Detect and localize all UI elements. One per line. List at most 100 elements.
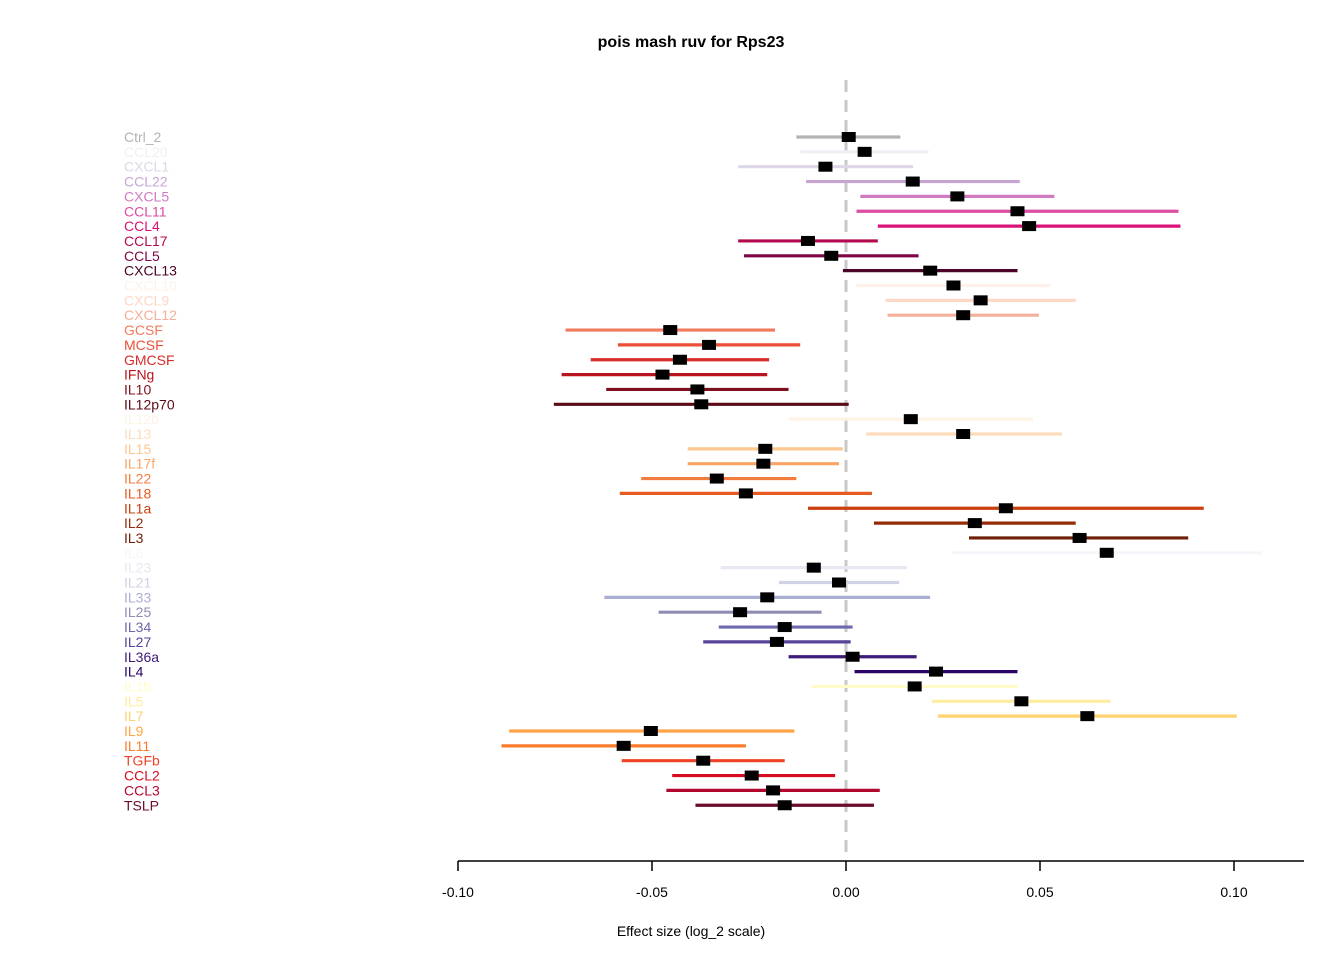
estimate-marker-il7 xyxy=(1080,711,1095,722)
row-label-ccl5: CCL5 xyxy=(124,248,160,264)
estimate-marker-gcsf xyxy=(663,325,678,336)
estimate-marker-ccl2 xyxy=(744,770,759,781)
estimate-marker-ccl17 xyxy=(800,235,815,246)
estimate-marker-cxcl5 xyxy=(950,191,965,202)
estimate-marker-il10 xyxy=(690,384,705,395)
estimate-marker-il25 xyxy=(733,607,748,618)
estimate-marker-il15 xyxy=(758,443,773,454)
row-label-il15: IL15 xyxy=(124,441,151,457)
estimate-marker-il5 xyxy=(1014,696,1029,707)
row-label-il34: IL34 xyxy=(124,619,151,635)
row-label-cxcl13: CXCL13 xyxy=(124,263,177,279)
estimate-marker-cxcl12 xyxy=(956,310,971,321)
row-label-ccl3: CCL3 xyxy=(124,782,160,798)
row-label-il12b: IL12b xyxy=(124,411,159,427)
row-label-il13: IL13 xyxy=(124,426,151,442)
x-tick-label-4: 0.10 xyxy=(1220,884,1247,900)
row-label-gcsf: GCSF xyxy=(124,322,163,338)
row-label-gmcsf: GMCSF xyxy=(124,352,175,368)
row-label-il25: IL25 xyxy=(124,604,151,620)
estimate-marker-il3 xyxy=(1072,532,1087,543)
row-label-il17f: IL17f xyxy=(124,456,155,472)
row-label-ccl20: CCL20 xyxy=(124,144,168,160)
estimate-marker-il18 xyxy=(738,488,753,499)
row-label-tslp: TSLP xyxy=(124,797,159,813)
row-label-il3: IL3 xyxy=(124,530,144,546)
estimate-marker-il36a xyxy=(845,651,860,662)
row-label-il33: IL33 xyxy=(124,589,151,605)
row-label-cxcl1: CXCL1 xyxy=(124,159,169,175)
estimate-marker-tgfb xyxy=(696,755,711,766)
rows-layer xyxy=(501,132,1262,811)
row-label-il2: IL2 xyxy=(124,515,144,531)
estimate-marker-il27 xyxy=(769,636,784,647)
row-label-il4: IL4 xyxy=(124,664,144,680)
estimate-marker-gmcsf xyxy=(672,354,687,365)
row-label-cxcl5: CXCL5 xyxy=(124,188,169,204)
estimate-marker-il1b xyxy=(907,681,922,692)
row-label-il11: IL11 xyxy=(124,738,150,754)
x-tick-label-2: 0.00 xyxy=(832,884,859,900)
estimate-marker-cxcl10 xyxy=(946,280,961,291)
x-tick-label-0: -0.10 xyxy=(442,884,474,900)
estimate-marker-ccl3 xyxy=(766,785,781,796)
row-label-cxcl12: CXCL12 xyxy=(124,307,177,323)
estimate-marker-il12p70 xyxy=(694,399,709,410)
estimate-marker-il1a xyxy=(998,503,1013,514)
row-label-il1a: IL1a xyxy=(124,500,151,516)
row-label-ccl11: CCL11 xyxy=(124,203,167,219)
row-label-il27: IL27 xyxy=(124,634,151,650)
row-label-cxcl9: CXCL9 xyxy=(124,292,169,308)
row-label-il12p70: IL12p70 xyxy=(124,396,175,412)
estimate-marker-cxcl1 xyxy=(818,161,833,172)
estimate-marker-il34 xyxy=(777,622,792,633)
estimate-marker-il13 xyxy=(956,429,971,439)
row-label-il9: IL9 xyxy=(124,723,144,739)
x-tick-label-1: -0.05 xyxy=(636,884,668,900)
row-label-il5: IL5 xyxy=(124,693,144,709)
estimate-marker-il17f xyxy=(756,458,771,469)
estimate-marker-ccl4 xyxy=(1022,221,1037,232)
row-label-il23: IL23 xyxy=(124,560,151,576)
x-tick-label-3: 0.05 xyxy=(1026,884,1053,900)
row-label-cxcl10: CXCL10 xyxy=(124,278,177,294)
estimate-marker-il11 xyxy=(616,740,631,751)
row-label-il1b: IL1b xyxy=(124,678,151,694)
estimate-marker-il12b xyxy=(903,414,918,425)
row-label-il21: IL21 xyxy=(124,575,151,591)
estimate-marker-il9 xyxy=(643,726,658,736)
x-axis: -0.10 -0.05 0.00 0.05 0.10 xyxy=(442,860,1304,900)
estimate-marker-ccl22 xyxy=(905,176,920,187)
estimate-marker-il22 xyxy=(709,473,724,484)
row-label-ccl4: CCL4 xyxy=(124,218,160,234)
row-label-il10: IL10 xyxy=(124,381,151,397)
estimate-marker-cxcl13 xyxy=(923,265,938,276)
estimate-marker-il23 xyxy=(806,562,821,573)
estimate-marker-ifng xyxy=(655,369,670,380)
row-label-ccl17: CCL17 xyxy=(124,233,168,249)
estimate-marker-il2 xyxy=(967,518,982,529)
row-label-ccl2: CCL2 xyxy=(124,768,160,784)
row-label-mcsf: MCSF xyxy=(124,337,164,353)
row-label-ccl22: CCL22 xyxy=(124,174,168,190)
estimate-marker-il33 xyxy=(760,592,775,603)
row-label-il7: IL7 xyxy=(124,708,144,724)
estimate-marker-ccl5 xyxy=(824,250,839,261)
row-label-tgfb: TGFb xyxy=(124,753,160,769)
estimate-marker-il6 xyxy=(1099,547,1114,558)
estimate-marker-il4 xyxy=(929,666,944,677)
estimate-marker-ctrl-2 xyxy=(841,132,856,142)
row-label-ifng: IFNg xyxy=(124,367,154,383)
estimate-marker-tslp xyxy=(777,800,792,811)
row-labels-layer: Ctrl_2CCL20CXCL1CCL22CXCL5CCL11CCL4CCL17… xyxy=(124,129,177,813)
chart-title: pois mash ruv for Rps23 xyxy=(598,34,785,51)
estimate-marker-cxcl9 xyxy=(973,295,988,306)
row-label-il18: IL18 xyxy=(124,485,151,501)
estimate-marker-ccl11 xyxy=(1010,206,1025,217)
estimate-marker-ccl20 xyxy=(857,146,872,157)
estimate-marker-mcsf xyxy=(702,339,717,350)
row-label-il22: IL22 xyxy=(124,471,151,487)
row-label-ctrl-2: Ctrl_2 xyxy=(124,129,162,145)
row-label-il6: IL6 xyxy=(124,545,144,561)
